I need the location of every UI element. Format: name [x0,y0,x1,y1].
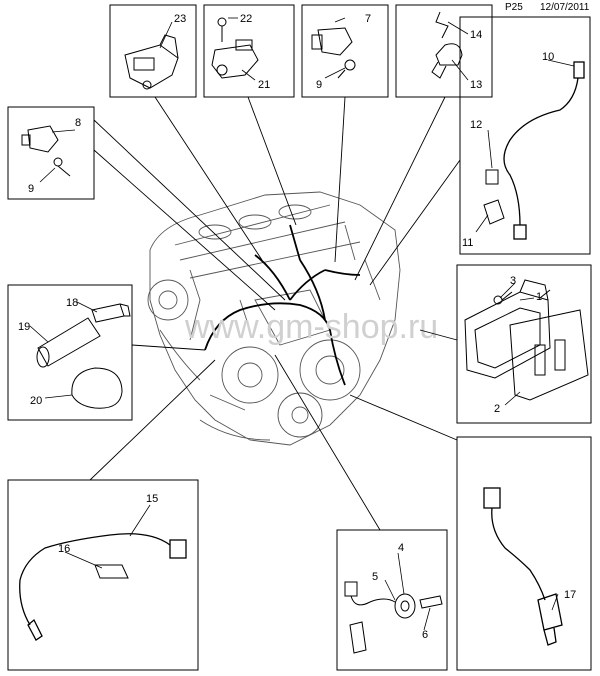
callout-7: 7 [365,13,371,25]
callout-18: 18 [66,297,78,309]
callout-22: 22 [240,13,252,25]
bracket-16 [94,564,129,579]
knock-sensor-4 [394,593,416,619]
box-parts-8-9 [7,106,95,200]
box-parts-10-12 [459,16,591,255]
oxygen-sensor-17 [483,487,563,646]
oxygen-sensor-15 [19,533,187,641]
callout-4: 4 [398,542,404,554]
callout-9-top: 9 [316,79,322,91]
connector-11 [483,199,505,225]
ecu-bracket-2 [509,309,589,401]
revision-date: 12/07/2011 [540,2,590,13]
callout-11: 11 [462,237,473,249]
callout-15: 15 [146,493,158,505]
box-parts-4-6 [336,529,448,671]
bolt-9-top [337,59,356,79]
sleeve-19 [36,317,101,368]
sensor-18 [91,303,131,323]
callout-9-left: 9 [28,183,34,195]
page-code: P25 [505,2,523,13]
box-parts-15-16 [7,479,199,671]
bolt-6 [419,595,443,609]
callout-5: 5 [372,571,378,583]
callout-numbers: 23 22 21 7 9 14 13 10 12 11 8 9 18 19 20… [18,13,576,641]
watermark-text: www.gm-shop.ru [184,308,438,346]
box-parts-1-3 [456,264,592,424]
clip-14 [435,11,449,39]
box-parts-7-9 [301,4,389,98]
callout-8: 8 [75,117,81,129]
box-part-17 [456,436,592,671]
callout-13: 13 [470,79,482,91]
callout-19: 19 [18,321,30,333]
tie-strap-20 [71,367,123,409]
engine-wiring-harness [204,224,361,386]
screw-3 [493,289,551,305]
callout-1: 1 [536,291,542,303]
callout-10: 10 [542,51,554,63]
box-parts-21-22 [203,4,295,98]
callout-20: 20 [30,395,42,407]
callout-16: 16 [58,543,70,555]
callout-21: 21 [258,79,270,91]
box-part-23 [109,4,197,98]
bolt-9-left [53,157,71,177]
callout-2: 2 [494,403,500,415]
connector-plug [349,621,367,654]
callout-leaders [29,17,575,631]
clip-12 [485,169,499,185]
connector-5 [344,581,396,606]
sensor-7 [311,27,353,56]
callout-23: 23 [174,13,186,25]
sensor-13 [431,43,463,79]
leader-lines [89,96,461,531]
sensor-8 [21,125,59,153]
sensor-cable-10 [503,61,585,240]
map-sensor-23 [124,34,179,90]
callout-3: 3 [510,275,516,287]
callout-14: 14 [470,29,482,41]
callout-17: 17 [564,589,576,601]
box-parts-13-14 [395,4,493,98]
bolt-22 [217,17,227,42]
pressure-sensor-21 [211,39,259,79]
callout-12: 12 [470,119,482,131]
box-parts-18-20 [7,284,133,421]
callout-6: 6 [422,629,428,641]
